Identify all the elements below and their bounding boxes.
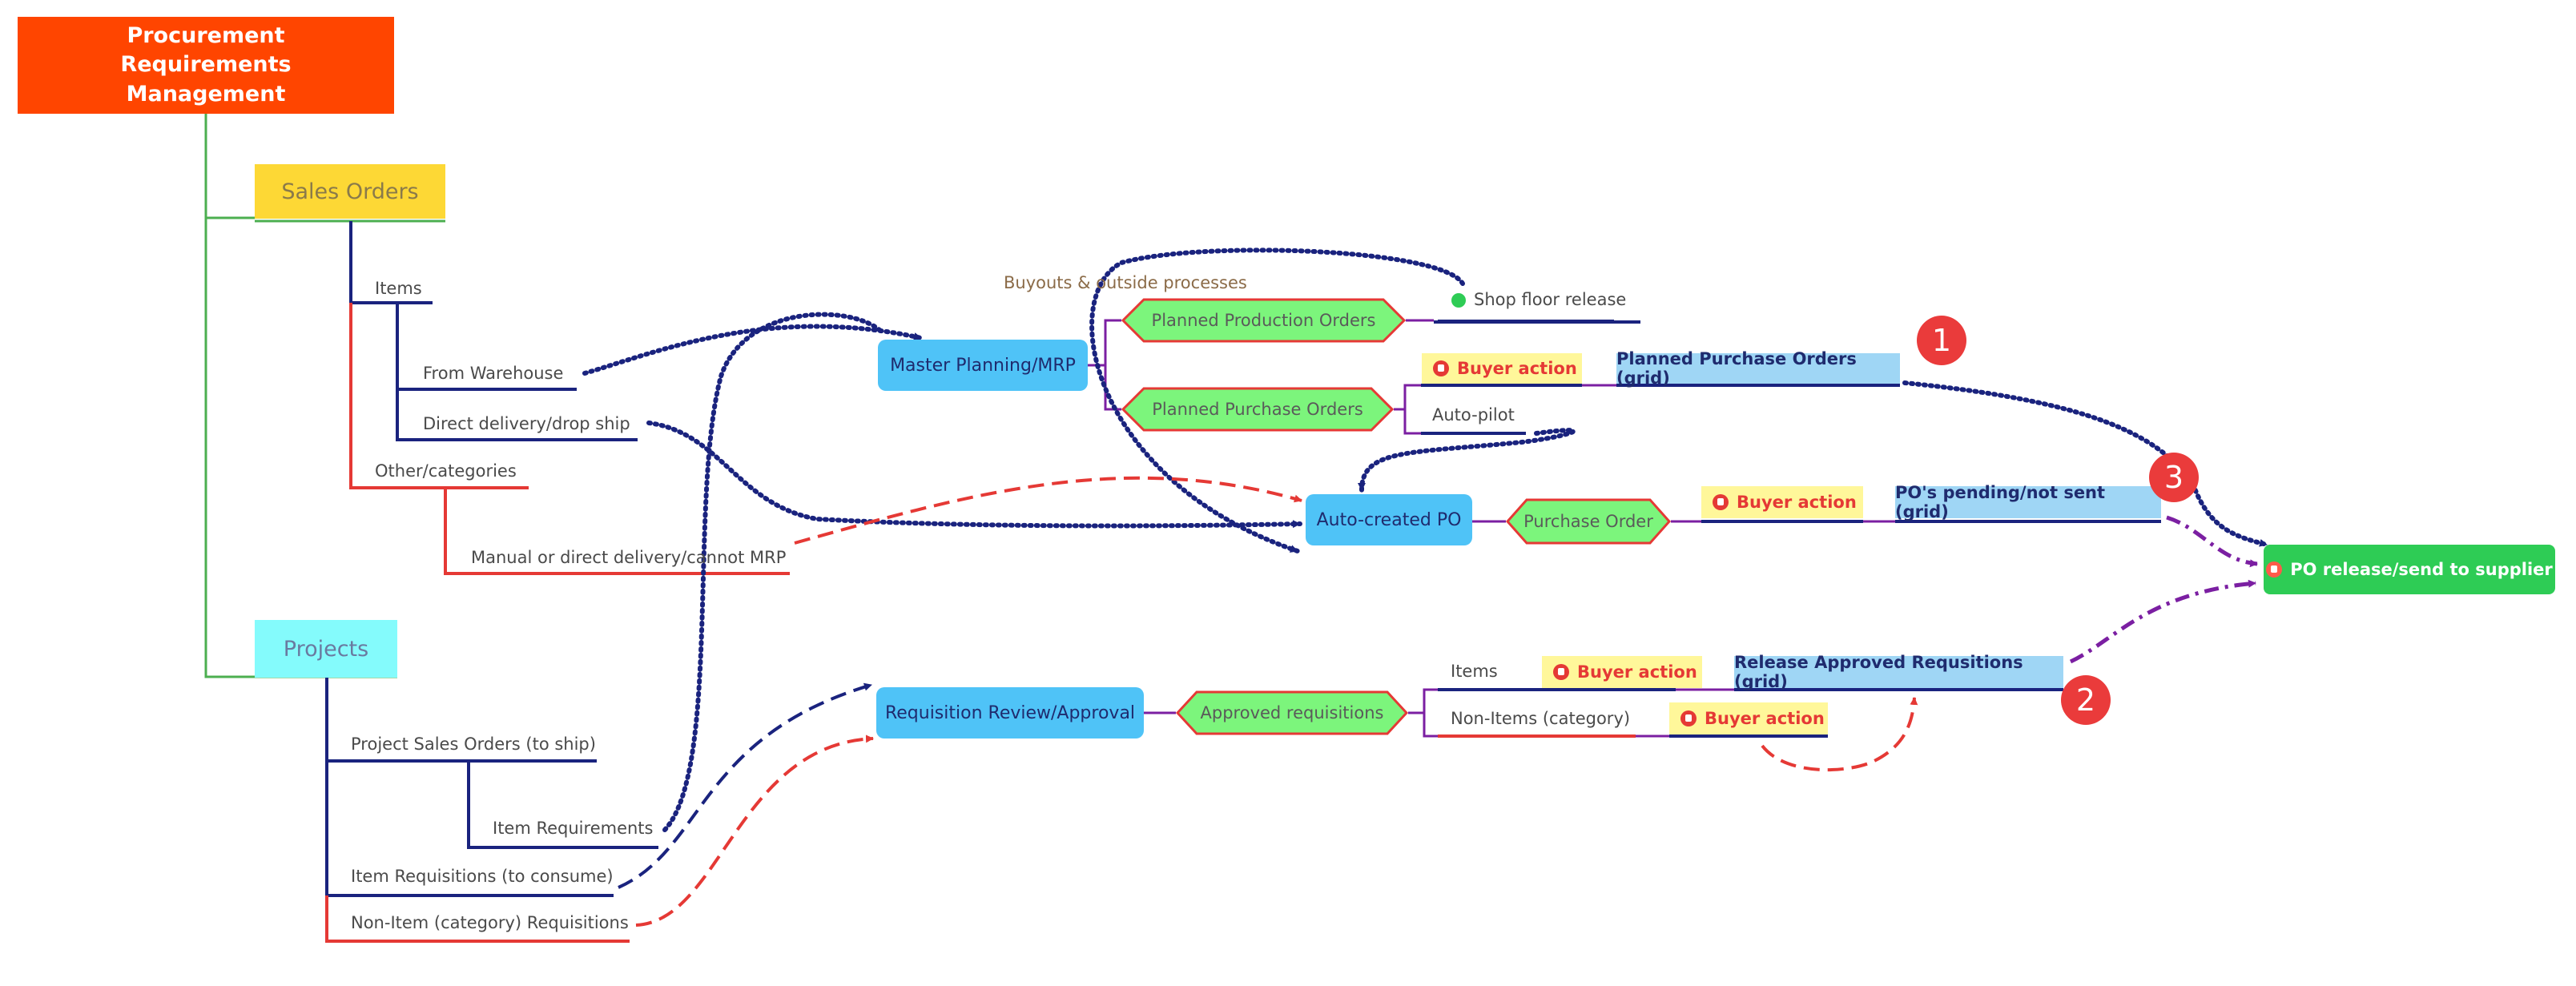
from-warehouse-label: From Warehouse (423, 364, 564, 383)
so-items-label: Items (375, 279, 422, 298)
requisition-review-box: Requisition Review/Approval (876, 687, 1144, 738)
purchase-order-hex: Purchase Order (1506, 498, 1671, 545)
approved-requisitions-hex: Approved requisitions (1176, 690, 1408, 735)
navy-dashed-flow (618, 682, 872, 889)
master-planning-mrp-box: Master Planning/MRP (878, 340, 1088, 391)
buyer-action-label: Buyer action (1577, 662, 1697, 682)
item-requirements-label: Item Requirements (493, 819, 654, 838)
manual-delivery-label: Manual or direct delivery/cannot MRP (471, 548, 787, 567)
buyer-action-label: Buyer action (1737, 493, 1857, 512)
shop-floor-release-group: Shop floor release (1451, 292, 1626, 308)
release-approved-requisitions-grid: Release Approved Requsitions (grid) (1734, 653, 2063, 691)
auto-created-po-box: Auto-created PO (1306, 494, 1472, 545)
step-badge-1: 1 (1917, 316, 1966, 365)
step-badge-2: 2 (2061, 675, 2111, 725)
thumbs-up-icon (2266, 561, 2283, 578)
badge-number: 3 (2163, 460, 2184, 495)
planned-production-label: Planned Production Orders (1151, 311, 1376, 330)
planned-po-grid-label: Planned Purchase Orders (grid) (1616, 349, 1857, 388)
thumbs-up-icon (1553, 664, 1569, 680)
mrp-label: Master Planning/MRP (890, 355, 1076, 376)
non-item-requisitions-label: Non-Item (category) Requisitions (351, 913, 629, 932)
buyer-action-pos-pending: Buyer action (1701, 486, 1863, 518)
direct-delivery-label: Direct delivery/drop ship (423, 414, 630, 433)
pos-pending-grid: PO's pending/not sent (grid) (1895, 483, 2161, 521)
projects-node: Projects (255, 620, 397, 678)
buyer-action-planned-po: Buyer action (1422, 353, 1582, 384)
shop-floor-release-label: Shop floor release (1474, 290, 1627, 309)
buyouts-label: Buyouts & outside processes (1004, 273, 1247, 292)
item-requisitions-label: Item Requisitions (to consume) (351, 867, 614, 886)
req-review-label: Requisition Review/Approval (884, 702, 1136, 723)
red-dashed-flows (635, 476, 1918, 927)
projects-title: Projects (283, 636, 369, 662)
planned-purchase-orders-hex: Planned Purchase Orders (1121, 387, 1394, 432)
badge-number: 1 (1931, 323, 1952, 358)
planned-production-orders-hex: Planned Production Orders (1121, 298, 1406, 343)
po-release-label: PO release/send to supplier (2290, 560, 2553, 579)
buyer-action-label: Buyer action (1705, 709, 1825, 728)
badge-number: 2 (2075, 682, 2096, 718)
req-items-label: Items (1451, 662, 1498, 681)
planned-purchase-label: Planned Purchase Orders (1152, 400, 1363, 419)
auto-pilot-label: Auto-pilot (1432, 405, 1515, 425)
planned-purchase-orders-grid: Planned Purchase Orders (grid) (1616, 349, 1900, 388)
req-branch-lines (1144, 688, 2063, 738)
sales-tree-lines (349, 221, 790, 575)
release-req-grid-label: Release Approved Requsitions (grid) (1734, 653, 2023, 691)
buyer-action-items: Buyer action (1542, 656, 1702, 688)
purchase-order-label: Purchase Order (1523, 512, 1653, 531)
non-items-label: Non-Items (category) (1451, 709, 1631, 728)
projects-tree-lines (325, 677, 658, 943)
root-title: Procurement Requirements Management (120, 22, 292, 107)
thumbs-up-icon (1433, 360, 1449, 376)
thumbs-up-icon (1713, 494, 1729, 510)
sales-orders-node: Sales Orders (255, 164, 445, 219)
approved-requisitions-label: Approved requisitions (1200, 703, 1384, 722)
thumbs-up-icon (1680, 710, 1697, 726)
auto-po-label: Auto-created PO (1316, 509, 1462, 530)
pos-pending-grid-label: PO's pending/not sent (grid) (1895, 483, 2106, 521)
buyer-action-label: Buyer action (1457, 359, 1577, 378)
project-sales-orders-label: Project Sales Orders (to ship) (351, 734, 596, 754)
buyer-action-non-items: Buyer action (1669, 702, 1828, 734)
root-node: Procurement Requirements Management (18, 17, 394, 114)
po-release-box: PO release/send to supplier (2264, 545, 2555, 594)
play-icon (1451, 292, 1466, 308)
shop-floor-underline (1438, 320, 1614, 323)
step-badge-3: 3 (2149, 453, 2199, 502)
other-categories-label: Other/categories (375, 461, 517, 481)
purple-dashdot-flows (2069, 515, 2258, 664)
sales-orders-title: Sales Orders (281, 179, 419, 204)
